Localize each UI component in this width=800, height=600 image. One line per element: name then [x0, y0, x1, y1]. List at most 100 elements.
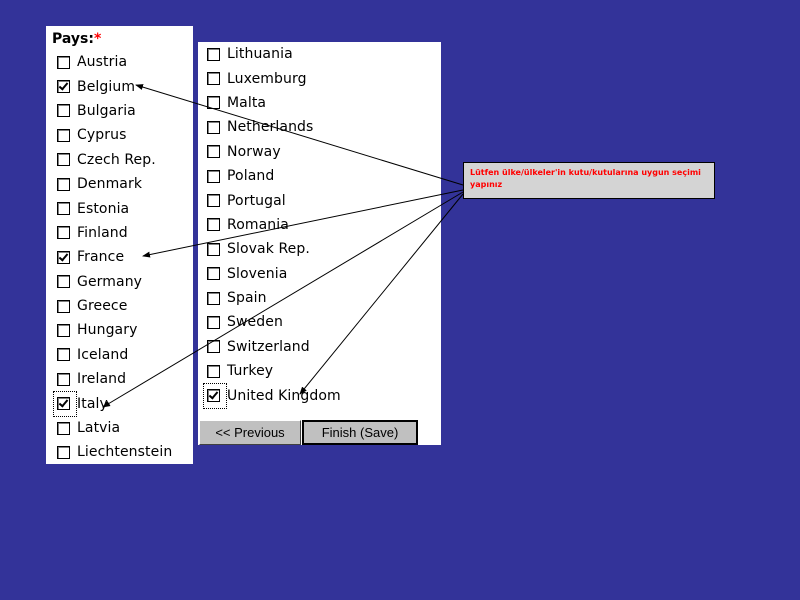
- country-checkbox-row[interactable]: Ireland: [46, 367, 172, 391]
- required-marker: *: [93, 31, 102, 47]
- country-checkbox-row[interactable]: Greece: [46, 294, 172, 318]
- country-checkbox-row[interactable]: Slovak Rep.: [198, 237, 341, 261]
- checkbox[interactable]: [207, 120, 220, 134]
- country-label: Italy: [77, 395, 108, 412]
- country-checkbox-row[interactable]: France: [46, 245, 172, 269]
- country-checkbox-row[interactable]: Spain: [198, 286, 341, 310]
- country-label: Slovenia: [227, 265, 288, 282]
- country-label: Netherlands: [227, 119, 314, 136]
- country-label: Ireland: [77, 371, 127, 388]
- country-label: France: [77, 249, 125, 266]
- country-checkbox-row[interactable]: Iceland: [46, 343, 172, 367]
- checkbox[interactable]: [207, 315, 220, 329]
- country-checkbox-row[interactable]: Luxemburg: [198, 66, 341, 90]
- checkbox[interactable]: [207, 169, 220, 183]
- country-label: Spain: [227, 290, 267, 307]
- checkbox[interactable]: [57, 128, 70, 142]
- field-label: Pays:*: [52, 31, 101, 47]
- country-label: Iceland: [77, 346, 129, 363]
- checkbox[interactable]: [207, 291, 220, 305]
- country-checkbox-row[interactable]: Hungary: [46, 318, 172, 342]
- callout-text: Lütfen ülke/ülkeler'in kutu/kutularına u…: [470, 168, 701, 189]
- country-label: Belgium: [77, 78, 136, 95]
- country-checkbox-row[interactable]: Norway: [198, 140, 341, 164]
- country-label: Austria: [77, 54, 128, 71]
- country-label: Slovak Rep.: [227, 241, 310, 258]
- country-checkbox-row[interactable]: Czech Rep.: [46, 148, 172, 172]
- country-label: Romania: [227, 216, 289, 233]
- checkbox[interactable]: [207, 267, 220, 281]
- field-label-text: Pays:: [52, 31, 94, 47]
- country-label: Hungary: [77, 322, 138, 339]
- country-checkbox-row[interactable]: Bulgaria: [46, 99, 172, 123]
- country-checkbox-row[interactable]: Portugal: [198, 188, 341, 212]
- country-checkbox-row[interactable]: United Kingdom: [198, 383, 341, 410]
- checkbox[interactable]: [57, 275, 70, 289]
- checkbox[interactable]: [57, 445, 70, 459]
- country-checkbox-row[interactable]: Sweden: [198, 310, 341, 334]
- country-checkbox-row[interactable]: Slovenia: [198, 262, 341, 286]
- country-checkbox-row[interactable]: Cyprus: [46, 123, 172, 147]
- checkbox[interactable]: [207, 364, 220, 378]
- country-label: Cyprus: [77, 127, 127, 144]
- checkbox[interactable]: [207, 72, 220, 86]
- country-checkbox-row[interactable]: Poland: [198, 164, 341, 188]
- checkbox[interactable]: [207, 340, 220, 354]
- country-checkbox-row[interactable]: Lithuania: [198, 42, 341, 66]
- country-label: Turkey: [227, 363, 274, 380]
- checkbox[interactable]: [207, 47, 220, 61]
- country-checkbox-row[interactable]: Austria: [46, 50, 172, 74]
- checkbox[interactable]: [57, 55, 70, 69]
- country-checkbox-row[interactable]: Malta: [198, 91, 341, 115]
- country-label: Poland: [227, 168, 275, 185]
- country-checkbox-row[interactable]: Finland: [46, 221, 172, 245]
- checkbox[interactable]: [207, 389, 220, 403]
- country-label: Estonia: [77, 200, 130, 217]
- country-label: Denmark: [77, 176, 143, 193]
- checkbox[interactable]: [57, 226, 70, 240]
- country-checkbox-row[interactable]: Romania: [198, 213, 341, 237]
- checkbox[interactable]: [207, 242, 220, 256]
- previous-button[interactable]: << Previous: [199, 420, 301, 445]
- country-label: Norway: [227, 143, 281, 160]
- country-checkbox-row[interactable]: Latvia: [46, 416, 172, 440]
- checkbox[interactable]: [57, 299, 70, 313]
- checkbox[interactable]: [57, 372, 70, 386]
- country-label: Portugal: [227, 192, 286, 209]
- checkbox[interactable]: [207, 194, 220, 208]
- finish-save-button[interactable]: Finish (Save): [302, 420, 418, 445]
- checkbox[interactable]: [57, 421, 70, 435]
- checkbox[interactable]: [207, 218, 220, 232]
- checkbox[interactable]: [57, 397, 70, 411]
- country-label: Latvia: [77, 420, 121, 437]
- country-label: Lithuania: [227, 46, 293, 63]
- checkbox[interactable]: [57, 104, 70, 118]
- checkbox[interactable]: [207, 145, 220, 159]
- checkbox[interactable]: [57, 153, 70, 167]
- country-label: Malta: [227, 94, 267, 111]
- checkbox[interactable]: [57, 202, 70, 216]
- country-checkbox-row[interactable]: Netherlands: [198, 115, 341, 139]
- checkbox[interactable]: [57, 177, 70, 191]
- country-checkbox-row[interactable]: Liechtenstein: [46, 440, 172, 464]
- country-checkbox-row[interactable]: Turkey: [198, 359, 341, 383]
- checkbox[interactable]: [57, 80, 70, 94]
- country-checkbox-row[interactable]: Estonia: [46, 196, 172, 220]
- country-checkbox-row[interactable]: Switzerland: [198, 335, 341, 359]
- country-label: Czech Rep.: [77, 151, 156, 168]
- instruction-callout: Lütfen ülke/ülkeler'in kutu/kutularına u…: [463, 162, 715, 199]
- country-label: Liechtenstein: [77, 444, 173, 461]
- country-checkbox-row[interactable]: Germany: [46, 270, 172, 294]
- checkbox[interactable]: [57, 250, 70, 264]
- country-checkbox-row[interactable]: Italy: [46, 391, 172, 418]
- checkbox[interactable]: [57, 323, 70, 337]
- country-checkbox-row[interactable]: Belgium: [46, 74, 172, 98]
- checkbox[interactable]: [207, 96, 220, 110]
- checkbox[interactable]: [57, 348, 70, 362]
- country-checkbox-row[interactable]: Denmark: [46, 172, 172, 196]
- country-label: Sweden: [227, 314, 283, 331]
- country-label: Bulgaria: [77, 102, 136, 119]
